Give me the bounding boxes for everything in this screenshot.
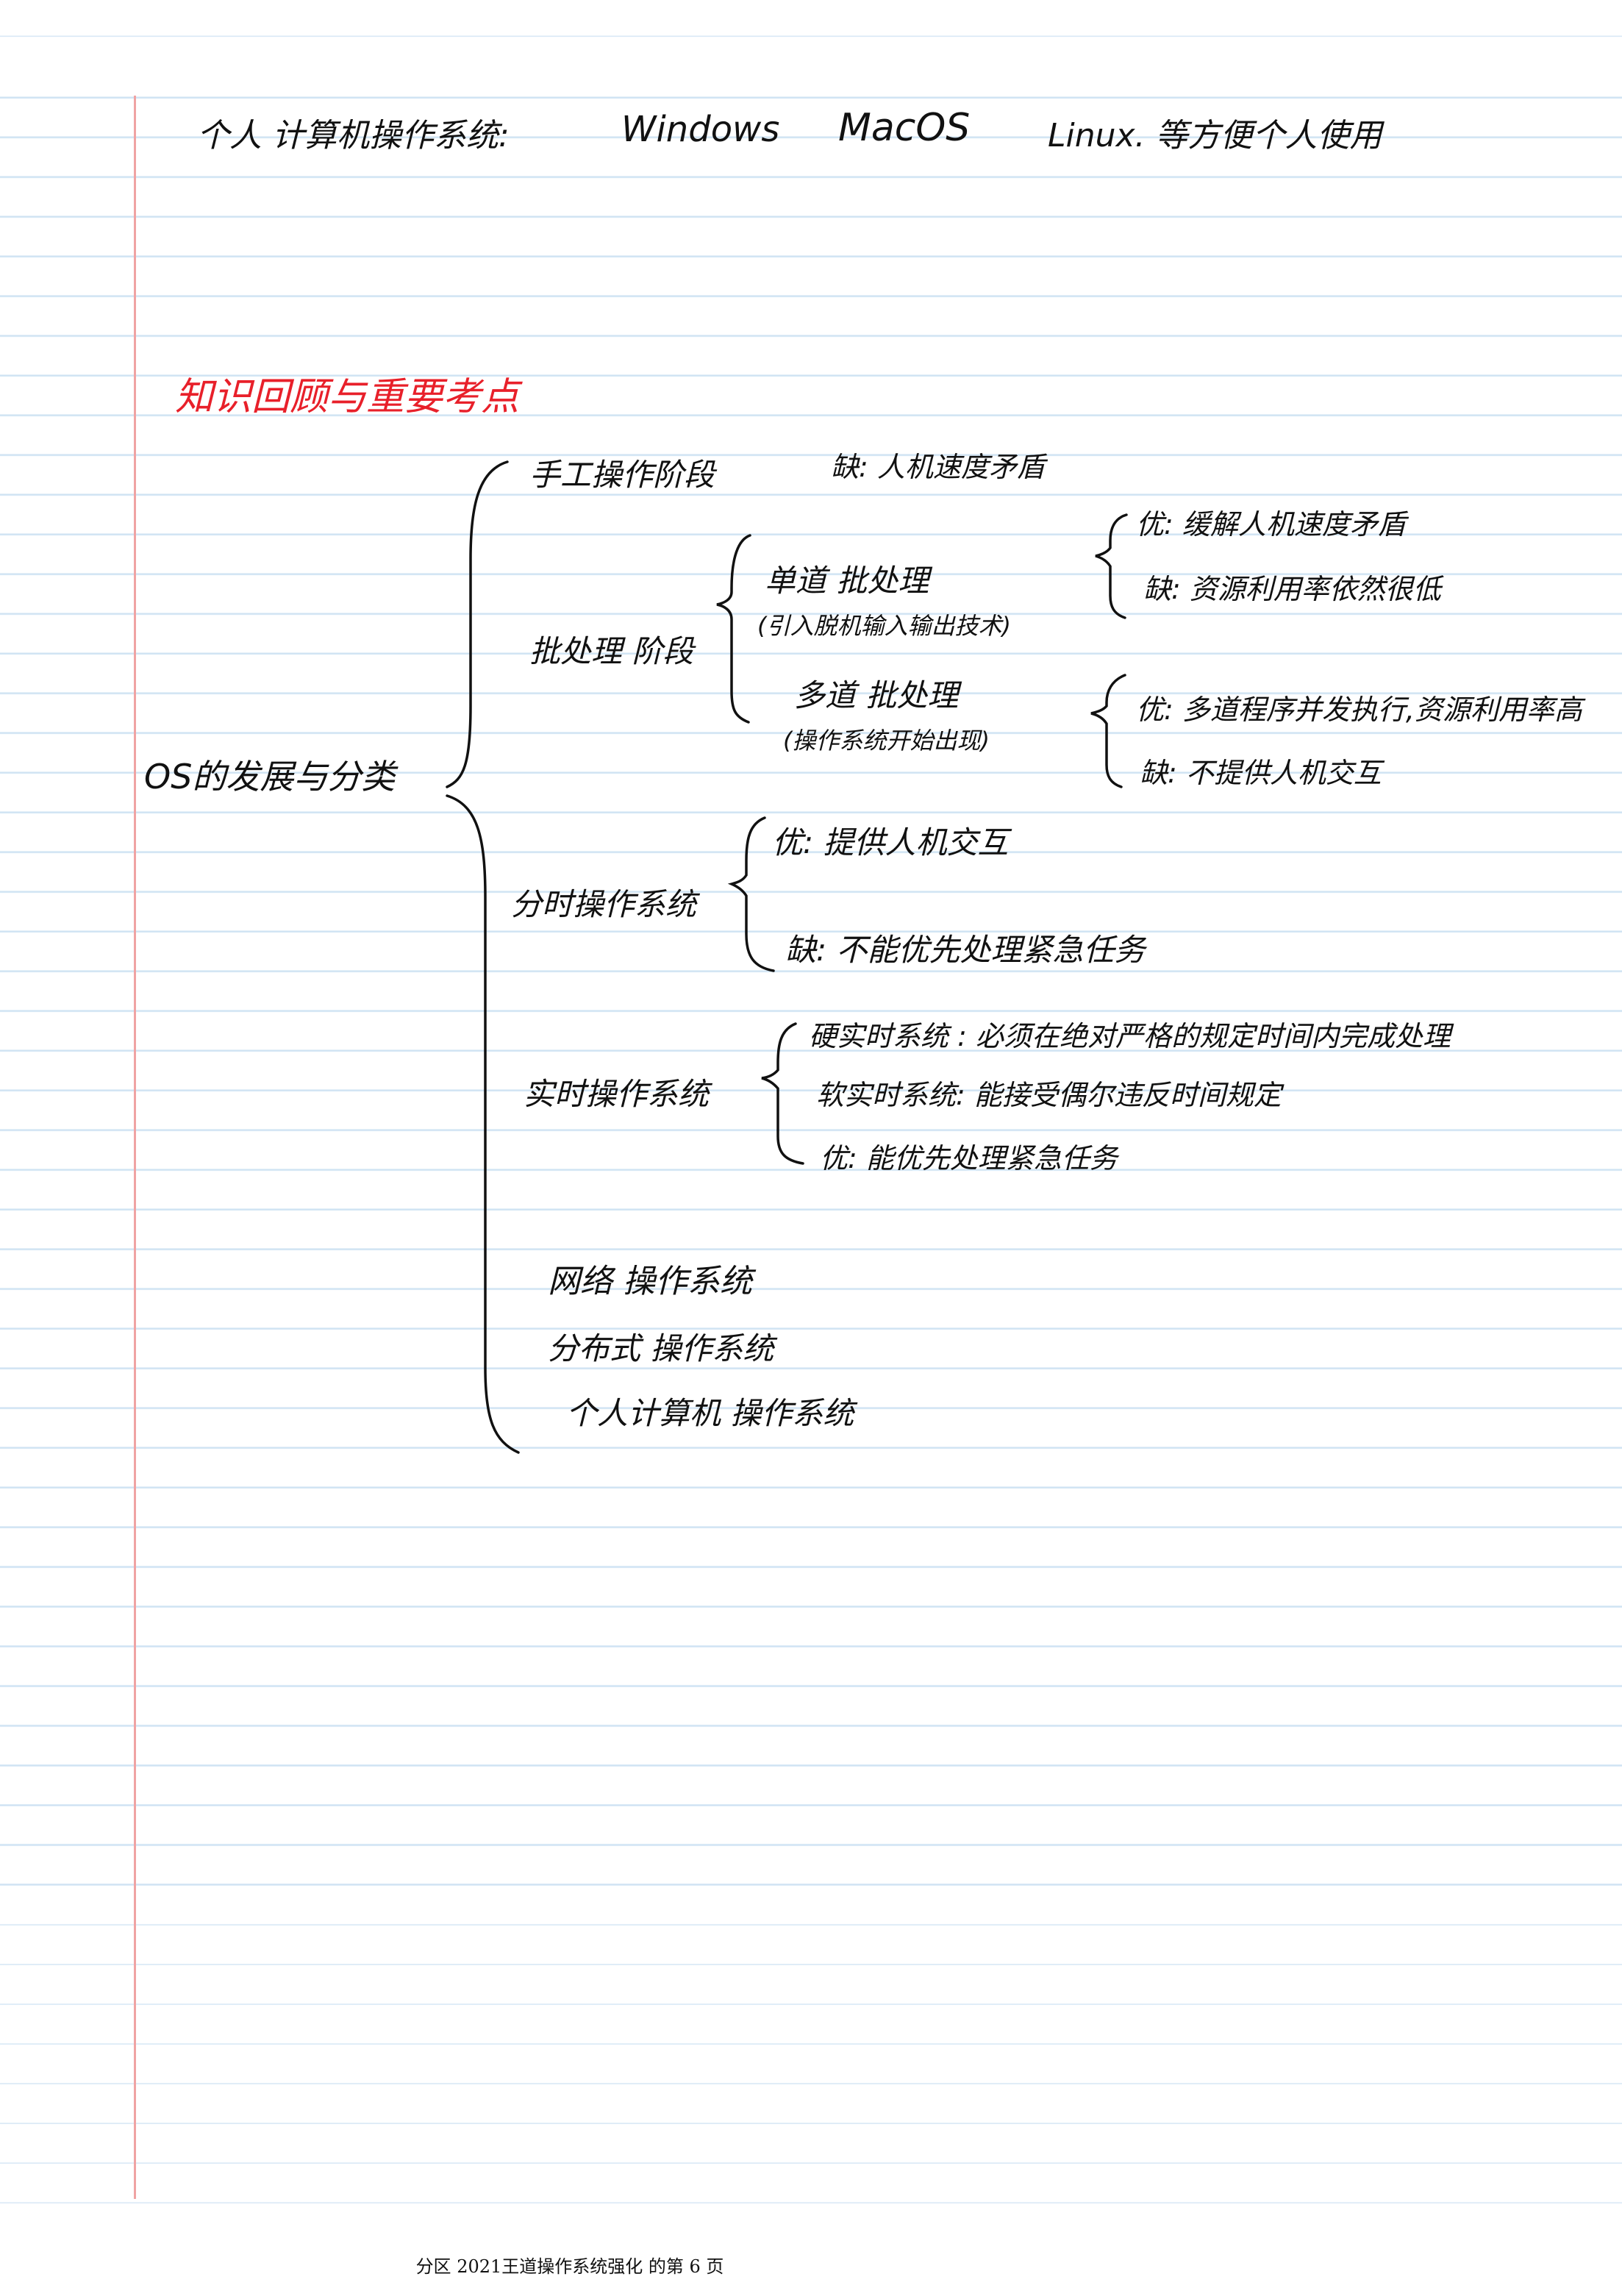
personal-computer-os: 个人计算机 操作系统 xyxy=(566,1395,854,1431)
multi-batch-note: (操作系统开始出现) xyxy=(783,727,990,755)
header-macos: MacOS xyxy=(838,106,971,150)
multi-batch-bracket xyxy=(1090,674,1126,788)
section-title: 知识回顾与重要考点 xyxy=(175,375,520,419)
multi-batch-con: 缺: 不提供人机交互 xyxy=(1140,757,1382,789)
single-batch-con: 缺: 资源利用率依然很低 xyxy=(1143,573,1441,605)
single-batch-bracket xyxy=(1095,513,1128,619)
batch-bracket xyxy=(716,534,751,724)
multi-batch-label: 多道 批处理 xyxy=(794,677,959,713)
header-linux: Linux. 等方便个人使用 xyxy=(1048,117,1382,154)
root-lower-bracket xyxy=(446,794,520,1454)
batch-stage-label: 批处理 阶段 xyxy=(529,633,694,669)
timesharing-pro: 优: 提供人机交互 xyxy=(772,824,1009,860)
realtime-pro: 优: 能优先处理紧急任务 xyxy=(820,1142,1118,1174)
realtime-label: 实时操作系统 xyxy=(524,1076,710,1112)
manual-stage-weakness: 缺: 人机速度矛盾 xyxy=(831,451,1045,483)
timesharing-con: 缺: 不能优先处理紧急任务 xyxy=(785,932,1146,968)
manual-stage-label: 手工操作阶段 xyxy=(529,457,715,493)
header-windows: Windows xyxy=(621,109,780,150)
realtime-hard: 硬实时系统 : 必须在绝对严格的规定时间内完成处理 xyxy=(809,1020,1451,1052)
header-personal-os: 个人 计算机操作系统: xyxy=(197,117,510,154)
page-footer: 分区 2021王道操作系统强化 的第 6 页 xyxy=(415,2256,724,2277)
tree-root: OS的发展与分类 xyxy=(144,757,396,796)
realtime-soft: 软实时系统: 能接受偶尔违反时间规定 xyxy=(816,1079,1282,1111)
single-batch-pro: 优: 缓解人机速度矛盾 xyxy=(1136,508,1406,541)
distributed-os: 分布式 操作系统 xyxy=(548,1330,774,1366)
root-upper-bracket xyxy=(446,460,509,788)
network-os: 网络 操作系统 xyxy=(548,1263,752,1300)
timesharing-label: 分时操作系统 xyxy=(511,886,697,922)
multi-batch-pro: 优: 多道程序并发执行,资源利用率高 xyxy=(1136,694,1582,726)
timesharing-bracket xyxy=(727,816,775,972)
lined-paper xyxy=(0,0,1622,2206)
margin-line xyxy=(134,96,136,2199)
single-batch-note: (引入脱机输入输出技术) xyxy=(757,612,1011,640)
single-batch-label: 单道 批处理 xyxy=(765,563,929,599)
realtime-bracket xyxy=(761,1022,804,1165)
